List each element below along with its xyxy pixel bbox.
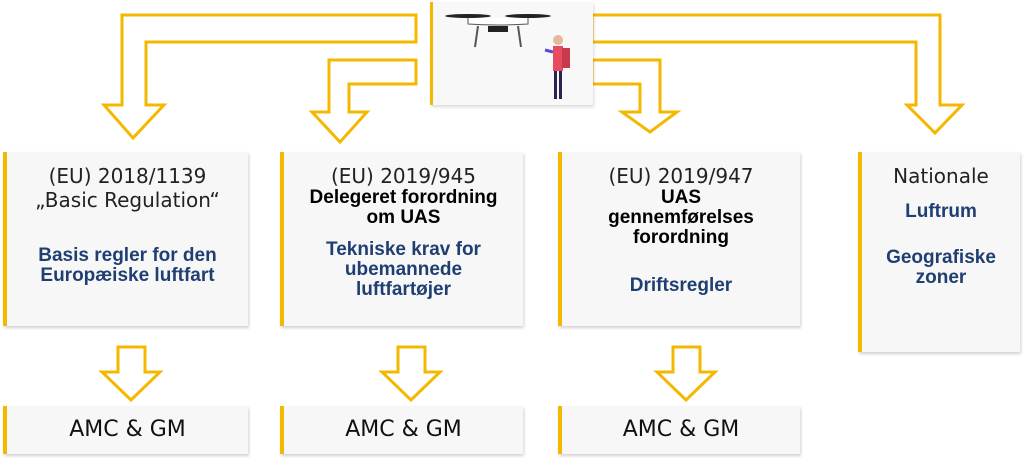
arrow-to-2019-947: [590, 58, 682, 134]
implementing-regulation-box: (EU) 2019/947 UAS gennemførelses forordn…: [558, 152, 800, 326]
arrow-to-nationale: [590, 13, 966, 136]
box-desc: Luftrum: [905, 201, 977, 222]
box-desc: Driftsregler: [629, 275, 733, 296]
person-icon: [544, 35, 570, 99]
drone-pilot-illustration: [430, 2, 593, 105]
drone-icon: [445, 14, 570, 99]
delegated-regulation-box: (EU) 2019/945 Delegeret forordning om UA…: [280, 152, 523, 326]
box-title: „Basic Regulation“: [35, 188, 220, 212]
arrow-down-3: [653, 345, 719, 403]
box-desc: Basis regler for den Europæiske luftfart: [38, 245, 217, 286]
box-code: (EU) 2019/945: [330, 164, 477, 188]
amc-gm-box: AMC & GM: [3, 406, 248, 454]
box-code: (EU) 2018/1139: [48, 164, 207, 188]
box-desc-2: Geografiske zoner: [886, 247, 996, 288]
box-desc: Tekniske krav for ubemannede luftfartøje…: [326, 239, 481, 300]
arrow-to-basic-regulation: [100, 13, 418, 141]
box-code: Nationale: [893, 164, 989, 188]
arrow-down-1: [98, 345, 164, 403]
basic-regulation-box: (EU) 2018/1139 „Basic Regulation“ Basis …: [3, 152, 248, 326]
amc-gm-box: AMC & GM: [558, 406, 800, 454]
arrow-down-2: [378, 345, 444, 403]
arrow-to-2019-945: [308, 58, 418, 145]
box-title: UAS gennemførelses forordning: [608, 187, 754, 248]
box-code: (EU) 2019/947: [608, 164, 754, 188]
national-box: Nationale Luftrum Geografiske zoner: [858, 152, 1020, 352]
amc-gm-box: AMC & GM: [280, 406, 523, 454]
box-title: Delegeret forordning om UAS: [309, 187, 498, 228]
